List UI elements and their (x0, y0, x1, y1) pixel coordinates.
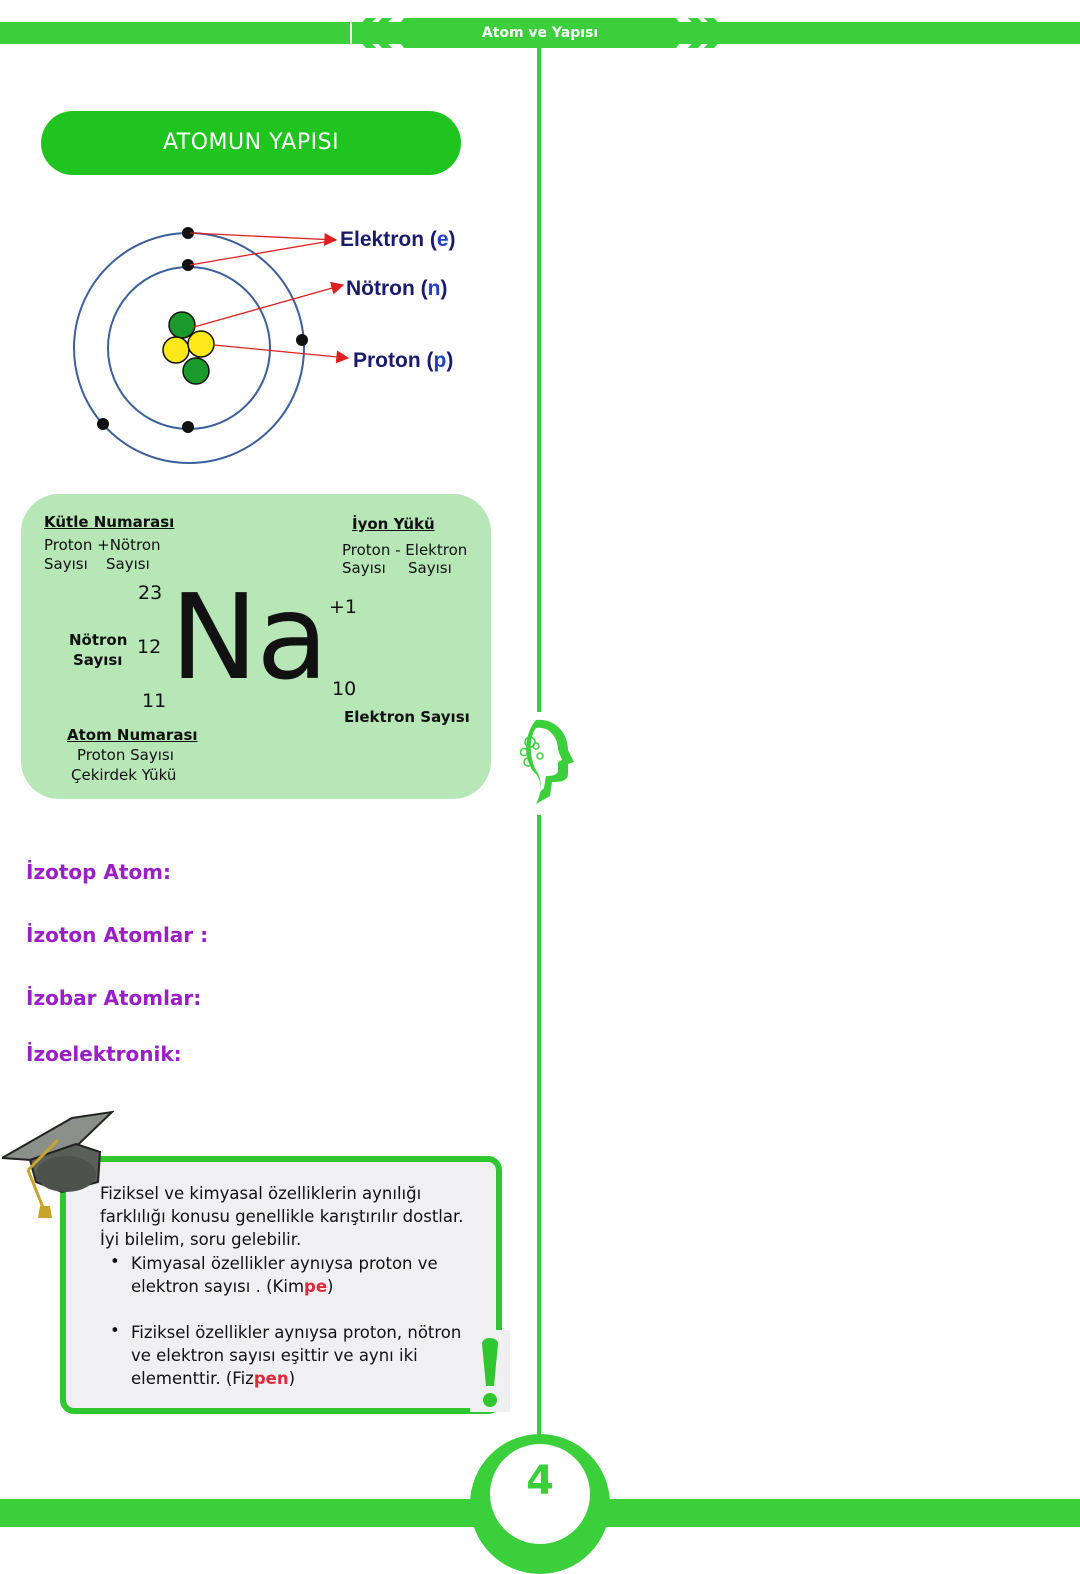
page-divider-top (537, 44, 541, 712)
term-isotope: İzotop Atom: (26, 860, 172, 884)
note-intro: Fiziksel ve kimyasal özelliklerin aynılı… (100, 1184, 464, 1249)
exclamation-icon (470, 1330, 510, 1412)
ion-charge-line1: Proton - Elektron (342, 541, 468, 559)
mass-number-heading: Kütle Numarası (44, 513, 175, 531)
element-symbol: Na (170, 568, 329, 706)
neutron-ball (182, 357, 210, 385)
term-isotone: İzoton Atomlar : (26, 923, 209, 947)
atomic-number-line1: Proton Sayısı (77, 746, 174, 764)
header-title: Atom ve Yapısı (481, 25, 599, 41)
mass-number-line2a: Sayısı (44, 555, 88, 573)
term-isoelectronic: İzoelektronik: (26, 1042, 182, 1066)
proton-label: Proton (p) (353, 349, 454, 372)
note-item-physical: Fiziksel özellikler aynıysa proton, nötr… (131, 1323, 462, 1388)
ion-charge-value: +1 (329, 596, 358, 618)
mass-number-line2b: Sayısı (106, 555, 150, 573)
neutron-ball (168, 311, 196, 339)
element-card (21, 494, 491, 799)
electron-value: 10 (332, 678, 357, 700)
neutron-value: 12 (137, 636, 162, 658)
electron-dot (296, 334, 308, 346)
header-title-box (392, 18, 688, 48)
atom-diagram (73, 227, 350, 464)
ion-charge-line2a: Sayısı (342, 559, 386, 577)
electron-dot (97, 418, 109, 430)
electron-dot (182, 227, 194, 239)
mass-number-line1: Proton +Nötron (44, 536, 161, 554)
electron-dot (182, 421, 194, 433)
ion-charge-heading: İyon Yükü (352, 515, 435, 533)
neutron-line2: Sayısı (73, 651, 123, 669)
chevron-right-icon (688, 18, 728, 48)
proton-ball (162, 336, 190, 364)
neutron-line1: Nötron (69, 631, 128, 649)
atomic-number-value: 11 (142, 690, 167, 712)
atomic-number-line2: Çekirdek Yükü (71, 766, 177, 784)
head-logo-icon (519, 719, 574, 804)
proton-ball (187, 330, 215, 358)
section-title: ATOMUN YAPISI (41, 111, 461, 175)
bullet-icon: • (110, 1252, 120, 1271)
page-number: 4 (526, 1458, 554, 1504)
page-divider-bottom (537, 815, 541, 1440)
chevron-left-icon (350, 18, 392, 48)
electron-label: Elektron (e) (340, 228, 456, 251)
electron-dot (182, 259, 194, 271)
electron-label-text: Elektron Sayısı (344, 708, 470, 726)
term-isobar: İzobar Atomlar: (26, 986, 202, 1010)
mass-number-value: 23 (138, 582, 163, 604)
graduation-cap-icon (2, 1110, 114, 1218)
note-box (60, 1156, 502, 1414)
bullet-icon: • (110, 1321, 120, 1340)
neutron-label: Nötron (n) (346, 277, 448, 300)
note-item-chemical: Kimyasal özellikler aynıysa proton ve el… (131, 1254, 438, 1296)
ion-charge-line2b: Sayısı (408, 559, 452, 577)
atomic-number-heading: Atom Numarası (67, 726, 198, 744)
